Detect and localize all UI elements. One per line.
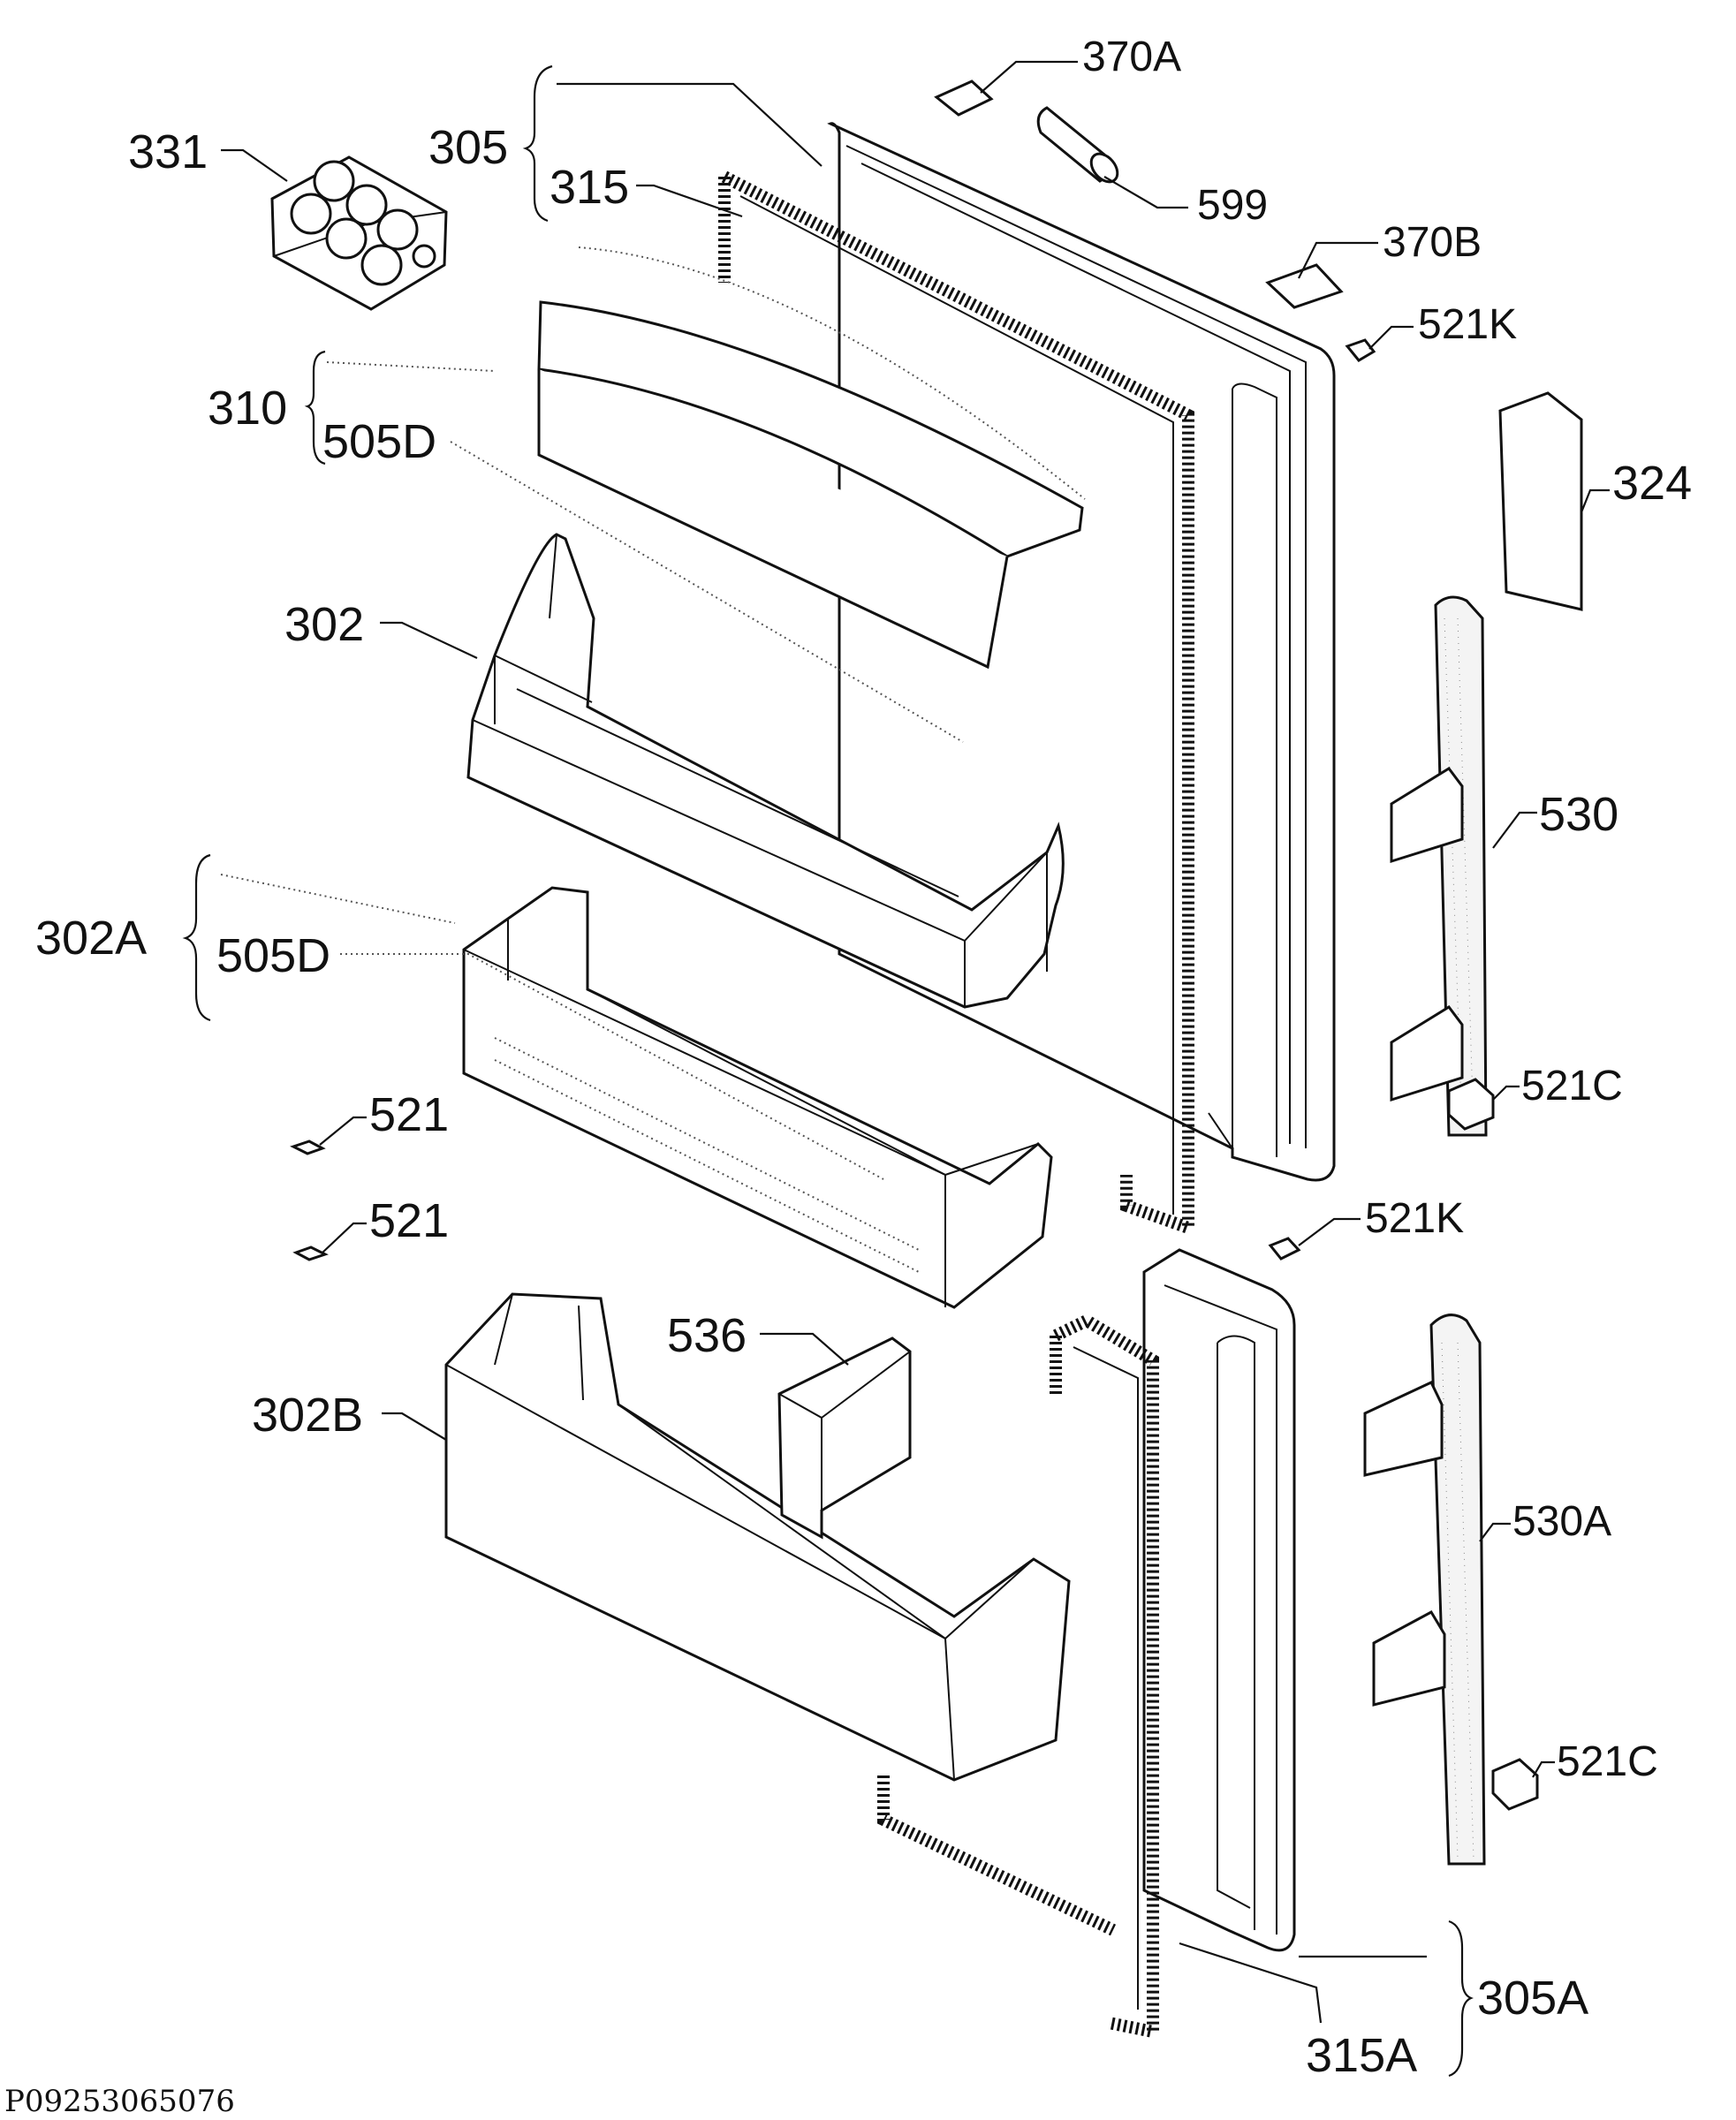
label-315: 315	[550, 161, 629, 214]
door-bin-302	[466, 533, 1065, 1009]
door-handle-530	[1390, 595, 1488, 1137]
screw-521K-mid	[1268, 1237, 1301, 1261]
door-bin-302A	[462, 886, 1053, 1309]
clip-521C-bottom	[1491, 1758, 1539, 1811]
label-315A: 315A	[1306, 2029, 1417, 2082]
label-324: 324	[1612, 457, 1692, 510]
label-302: 302	[284, 598, 364, 651]
label-505D-top: 505D	[322, 415, 436, 468]
document-code: P09253065076	[4, 2084, 235, 2119]
cylinder-599	[1036, 106, 1119, 184]
bottle-divider	[777, 1336, 912, 1540]
lower-door-gasket	[877, 1314, 1159, 2040]
door-handle-530A	[1363, 1314, 1486, 1866]
door-bin-302B	[444, 1292, 1071, 1782]
lower-door-panel	[1142, 1248, 1296, 1952]
hinge-cover-370B	[1265, 263, 1344, 309]
label-505D-mid: 505D	[216, 929, 330, 982]
label-305A: 305A	[1477, 1972, 1588, 2025]
label-530: 530	[1539, 788, 1618, 841]
screw-521-a	[290, 1140, 326, 1155]
hinge-cover-370A	[934, 80, 994, 117]
egg-tray	[270, 155, 448, 311]
brace-310	[304, 350, 326, 466]
screw-521-b	[292, 1246, 329, 1261]
clip-521C-top	[1447, 1078, 1495, 1131]
label-521C-top: 521C	[1521, 1063, 1623, 1109]
label-305: 305	[428, 121, 508, 174]
label-521K-mid: 521K	[1365, 1195, 1464, 1242]
label-521K-top: 521K	[1418, 301, 1517, 348]
label-521-b: 521	[369, 1194, 449, 1247]
label-530A: 530A	[1512, 1498, 1611, 1545]
leader-lines	[220, 60, 1610, 2024]
label-310: 310	[208, 382, 287, 435]
label-599: 599	[1197, 182, 1268, 229]
upper-door-gasket	[718, 170, 1194, 1237]
label-302B: 302B	[252, 1389, 363, 1442]
label-331: 331	[128, 125, 208, 178]
label-521C-bottom: 521C	[1557, 1738, 1658, 1785]
part-labels: 331 305 315 370A 599 370B 521K 310 505D …	[4, 34, 1692, 2119]
label-302A: 302A	[35, 912, 147, 965]
brace-305A	[1448, 1919, 1474, 2078]
brace-305	[522, 64, 553, 223]
brace-302A	[182, 853, 211, 1022]
panel-324	[1498, 391, 1583, 611]
screw-521K-top	[1345, 338, 1376, 362]
label-370B: 370B	[1383, 219, 1482, 266]
bottle-shelf-lid	[537, 246, 1086, 670]
label-370A: 370A	[1082, 34, 1181, 80]
label-536: 536	[667, 1309, 747, 1362]
label-521-a: 521	[369, 1088, 449, 1141]
